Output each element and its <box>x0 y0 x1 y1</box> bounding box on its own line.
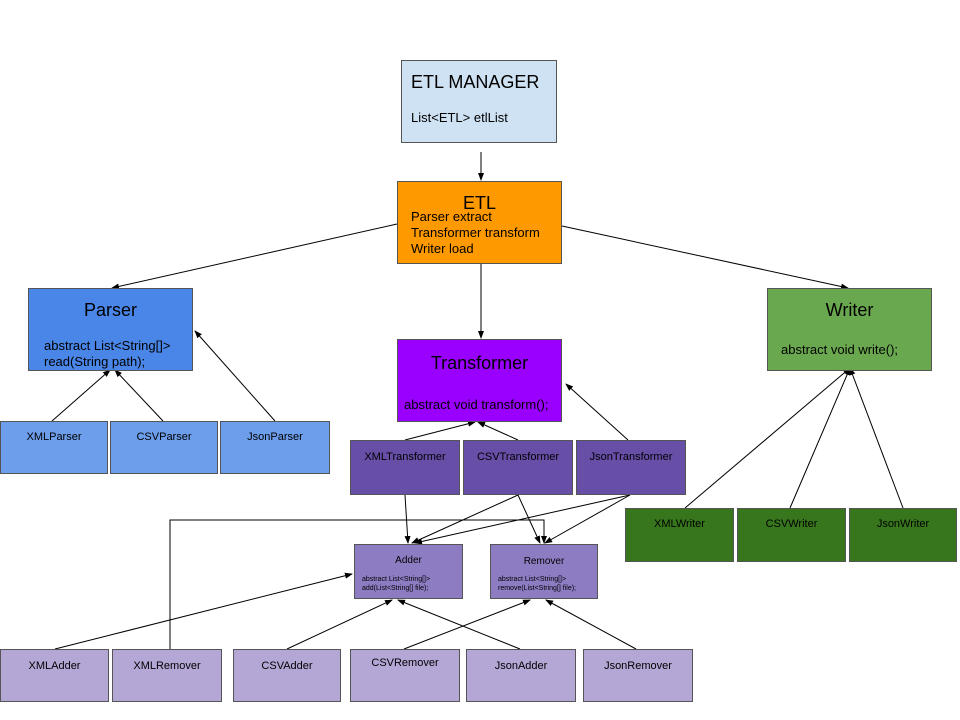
etl-field-extract: Parser extract <box>411 209 492 224</box>
edge-xmltransformer-transformer <box>404 420 476 441</box>
xmlparser-class: XMLParser <box>0 421 108 474</box>
csvwriter-class: CSVWriter <box>737 508 846 562</box>
parser-method-line1: abstract List<String[]> <box>44 338 171 353</box>
edge-xmlremover-remover <box>169 519 547 649</box>
etl-field-transform: Transformer transform <box>411 225 540 240</box>
adder-method-line1: abstract List<String[]> <box>362 576 431 583</box>
edge-csvremover-remover <box>403 599 531 650</box>
edge-etl-writer <box>561 225 849 290</box>
adder-title: Adder <box>395 555 422 566</box>
adder-method-line2: add(List<String[] file); <box>362 585 429 592</box>
jsonremover-class: JsonRemover <box>583 649 693 702</box>
edge-jsontransformer-adder <box>414 494 631 545</box>
edge-jsontransformer-remover <box>544 494 631 544</box>
edge-csvtransformer-transformer <box>477 421 519 441</box>
edge-csvtransformer-adder <box>411 494 519 544</box>
xmladder-class: XMLAdder <box>0 649 109 702</box>
etl-class: ETL Parser extract Transformer transform… <box>397 181 562 264</box>
transformer-class: Transformer abstract void transform(); <box>397 339 562 422</box>
xmlremover-label: XMLRemover <box>133 660 201 672</box>
csvtransformer-label: CSVTransformer <box>476 451 560 463</box>
etl-manager-field: List<ETL> etlList <box>411 110 508 125</box>
edge-xmltransformer-adder <box>404 494 411 544</box>
xmlremover-class: XMLRemover <box>112 649 222 702</box>
csvwriter-label: CSVWriter <box>765 518 818 530</box>
csvadder-label: CSVAdder <box>261 660 313 672</box>
remover-class: Remover abstract List<String[]> remove(L… <box>490 544 598 599</box>
jsonwriter-label: JsonWriter <box>876 518 930 530</box>
parser-method-line2: read(String path); <box>44 354 146 369</box>
jsonwriter-class: JsonWriter <box>849 508 957 562</box>
edge-etl-parser <box>111 223 398 290</box>
edge-xmladder-adder <box>54 572 353 650</box>
edge-jsontransformer-transformer <box>565 383 629 441</box>
xmlparser-label: XMLParser <box>26 431 82 443</box>
writer-class: Writer abstract void write(); <box>767 288 932 371</box>
edge-xmlparser-parser <box>51 369 111 422</box>
adder-class: Adder abstract List<String[]> add(List<S… <box>354 544 463 599</box>
xmltransformer-class: XMLTransformer <box>350 440 460 495</box>
writer-method: abstract void write(); <box>781 342 899 357</box>
jsonparser-class: JsonParser <box>220 421 330 474</box>
edge-jsonremover-remover <box>545 599 637 650</box>
jsonadder-class: JsonAdder <box>466 649 576 702</box>
csvtransformer-class: CSVTransformer <box>463 440 573 495</box>
jsontransformer-class: JsonTransformer <box>576 440 686 495</box>
parser-title: Parser <box>83 300 137 320</box>
edge-csvparser-parser <box>114 369 164 422</box>
jsonparser-label: JsonParser <box>247 431 303 443</box>
parser-class: Parser abstract List<String[]> read(Stri… <box>28 288 193 371</box>
transformer-title: Transformer <box>430 353 529 373</box>
edge-csvwriter-writer <box>789 367 851 509</box>
edge-csvtransformer-remover <box>517 494 541 544</box>
csvparser-class: CSVParser <box>110 421 218 474</box>
writer-title: Writer <box>825 300 874 320</box>
edge-csvadder-adder <box>286 599 393 650</box>
jsonadder-label: JsonAdder <box>494 660 548 672</box>
etl-field-load: Writer load <box>411 241 474 256</box>
edge-jsonwriter-writer <box>849 367 904 509</box>
remover-method-line2: remove(List<String[] file); <box>498 585 576 592</box>
xmladder-label: XMLAdder <box>28 660 81 672</box>
edge-jsonparser-parser <box>194 330 276 422</box>
etl-title: ETL <box>462 193 496 213</box>
xmltransformer-label: XMLTransformer <box>364 451 446 463</box>
edge-jsonadder-adder <box>397 599 521 650</box>
remover-method-line1: abstract List<String[]> <box>498 576 567 583</box>
etl-manager-class: ETL MANAGER List<ETL> etlList <box>401 60 557 143</box>
csvremover-label: CSVRemover <box>371 657 439 669</box>
xmlwriter-label: XMLWriter <box>654 518 705 530</box>
jsontransformer-label: JsonTransformer <box>589 451 673 463</box>
remover-title: Remover <box>523 556 565 567</box>
edge-xmlwriter-writer <box>684 367 851 509</box>
transformer-method: abstract void transform(); <box>404 397 549 412</box>
csvadder-class: CSVAdder <box>233 649 341 702</box>
jsonremover-label: JsonRemover <box>604 660 672 672</box>
csvremover-class: CSVRemover <box>350 649 460 702</box>
xmlwriter-class: XMLWriter <box>625 508 734 562</box>
csvparser-label: CSVParser <box>136 431 192 443</box>
etl-manager-title: ETL MANAGER <box>411 72 540 92</box>
